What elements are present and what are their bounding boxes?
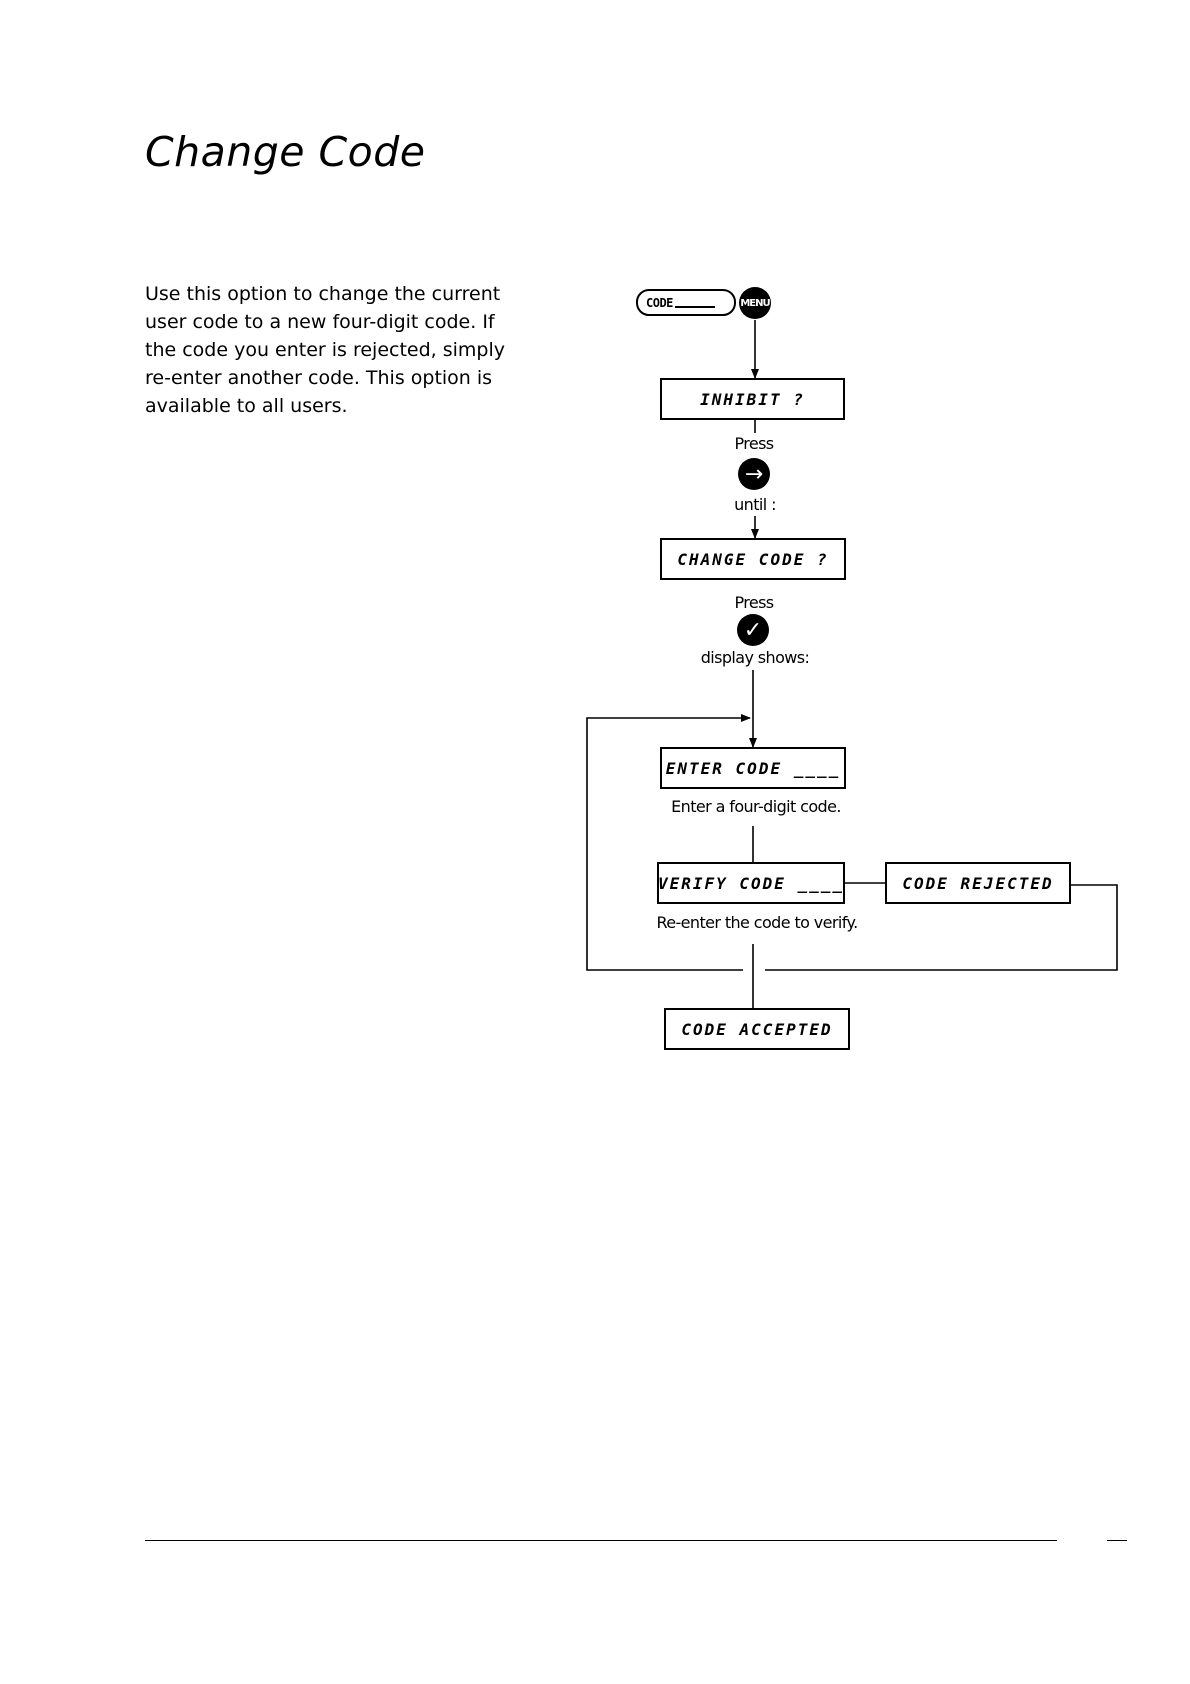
code-label: CODE	[646, 295, 673, 310]
intro-line: available to all users.	[145, 395, 348, 417]
right-arrow-icon: →	[738, 458, 770, 490]
footer-rule	[145, 1540, 1057, 1541]
menu-key-icon: MENU	[739, 287, 771, 319]
intro-line: re-enter another code. This option is	[145, 367, 493, 389]
intro-line: user code to a new four-digit code. If	[145, 311, 495, 333]
lcd-change-code: CHANGE CODE ?	[660, 538, 846, 580]
intro-paragraph: Use this option to change the current us…	[145, 280, 525, 420]
page-title: Change Code	[145, 128, 426, 176]
lcd-code-accepted: CODE ACCEPTED	[664, 1008, 850, 1050]
intro-line: Use this option to change the current	[145, 283, 501, 305]
display-shows-label: display shows:	[700, 648, 810, 667]
code-placeholder-underline	[674, 298, 715, 308]
enter-code-hint: Enter a four-digit code.	[671, 797, 841, 816]
press-label: Press	[734, 434, 774, 453]
lcd-enter-code: ENTER CODE ____	[660, 747, 846, 789]
until-label: until :	[734, 495, 776, 514]
lcd-code-rejected: CODE REJECTED	[885, 862, 1071, 904]
code-display-pill: CODE	[636, 289, 736, 316]
tick-icon: ✓	[737, 614, 769, 646]
menu-key-label: MENU	[740, 297, 770, 309]
lcd-inhibit: INHIBIT ?	[660, 378, 845, 420]
footer-rule-short	[1107, 1540, 1127, 1541]
press-label: Press	[734, 593, 774, 612]
intro-line: the code you enter is rejected, simply	[145, 339, 506, 361]
verify-code-hint: Re-enter the code to verify.	[656, 913, 858, 932]
lcd-verify-code: VERIFY CODE ____	[657, 862, 845, 904]
